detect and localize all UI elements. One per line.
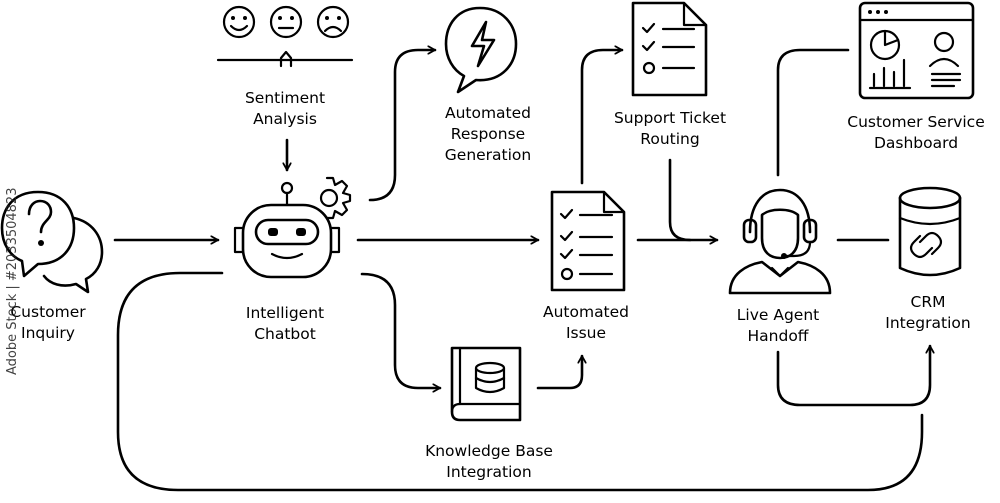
checklist-ticket-icon: [631, 1, 708, 97]
lightning-chat-icon: [444, 6, 518, 94]
arrow-ticket-to-agent: [668, 158, 719, 240]
arrow-chatbot-to-knowledge: [360, 272, 442, 388]
line-agent-to-dashboard: [776, 48, 850, 177]
analytics-dashboard-icon: [858, 1, 975, 100]
checklist-document-icon: [550, 190, 626, 292]
arrow-knowledge-to-issue: [536, 354, 582, 390]
sentiment-faces-icon: [216, 5, 354, 68]
arrow-issue-to-ticket: [580, 50, 624, 185]
arrow-chatbot-to-response: [368, 50, 437, 202]
loop-chatbot-to-crm: [116, 271, 924, 492]
headset-agent-icon: [728, 188, 832, 295]
question-chat-icon: [0, 190, 104, 294]
database-book-icon: [450, 346, 522, 422]
watermark-side-text: Adobe Stock | #2033504823: [5, 187, 20, 375]
database-link-icon: [898, 186, 962, 277]
connectors: [113, 48, 930, 492]
robot-gear-icon: [233, 176, 352, 279]
arrow-agent-to-crm: [776, 344, 930, 407]
